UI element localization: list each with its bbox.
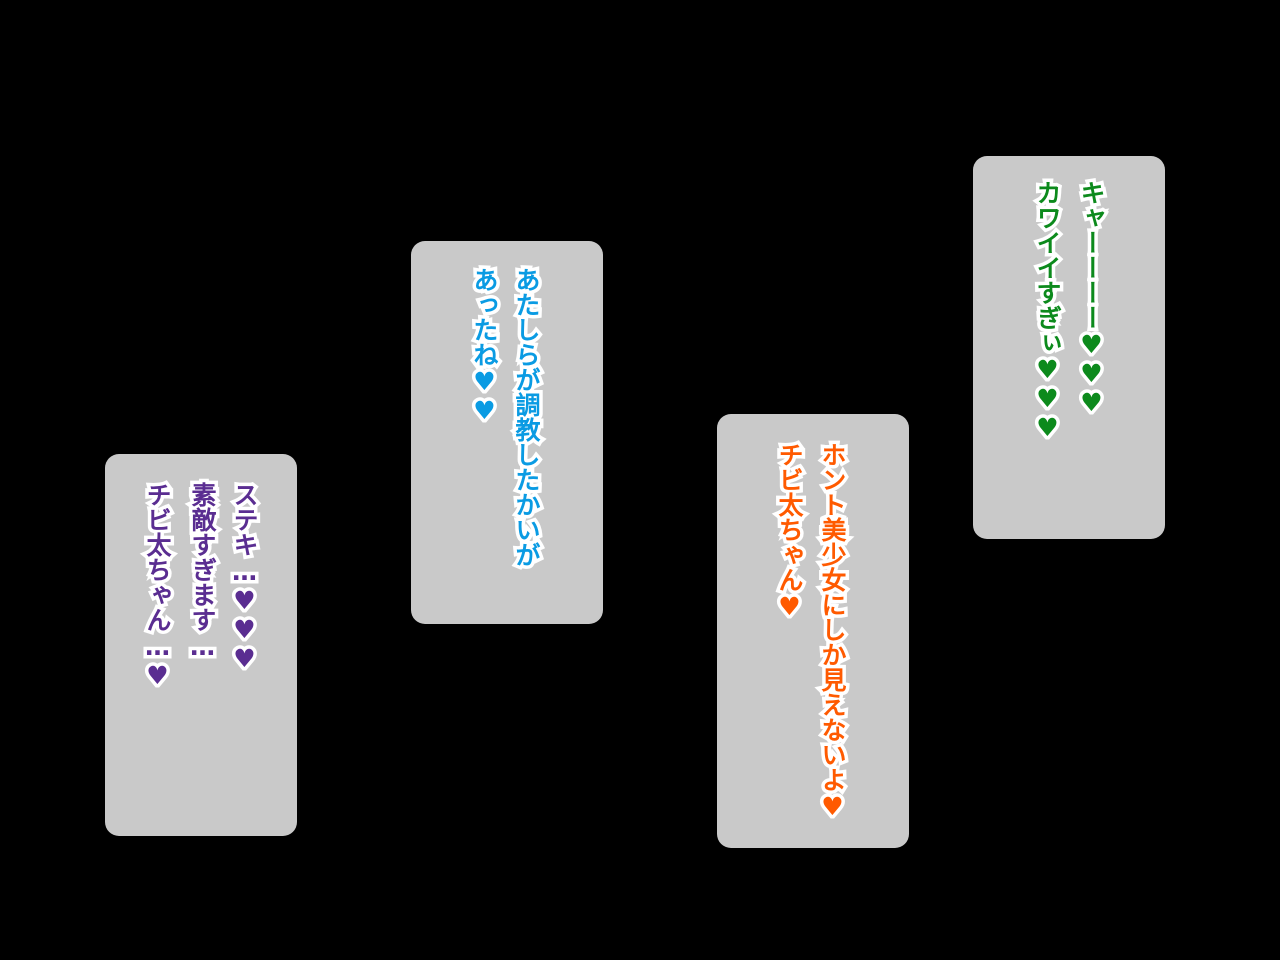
speech-bubble-orange: ホント美少女にしか見えないよ♥ チビ太ちゃん♥ [717,414,909,848]
bubble-line: カワイイすぎぃ♥♥♥ [1030,177,1066,446]
bubble-line: ホント美少女にしか見えないよ♥ [815,439,851,825]
speech-bubble-blue: あたしらが調教したかいが あったね♥♥ [411,241,603,624]
bubble-line: あったね♥♥ [467,264,503,429]
bubble-line: ステキ…♥♥♥ [227,479,263,677]
speech-bubble-purple: ステキ…♥♥♥ 素敵すぎます… チビ太ちゃん…♥ [105,454,297,836]
bubble-line: チビ太ちゃん♥ [772,439,808,625]
bubble-line: チビ太ちゃん…♥ [140,479,176,694]
bubble-line: 素敵すぎます… [185,479,221,665]
bubble-line: あたしらが調教したかいが [509,264,545,571]
bubble-line: キャーーーー♥♥♥ [1074,177,1110,421]
speech-bubble-green: キャーーーー♥♥♥ カワイイすぎぃ♥♥♥ [973,156,1165,539]
